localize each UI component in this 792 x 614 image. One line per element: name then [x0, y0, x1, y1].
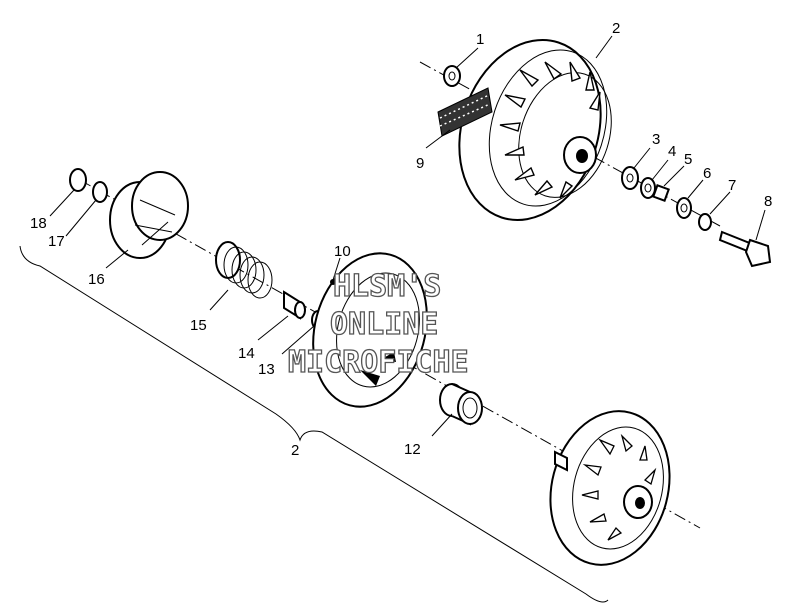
- part-8-bolt: [718, 230, 772, 268]
- part-10-movable-sheave: [312, 252, 428, 408]
- callout-10: 10: [334, 243, 351, 260]
- part-7-lock-washer: [698, 213, 712, 231]
- part-15-spring: [215, 241, 273, 299]
- part-2-fixed-sheave: [549, 410, 671, 566]
- part-4-washer: [640, 177, 656, 199]
- part-2-drive-sheave: [458, 39, 612, 221]
- part-9-belt: [437, 87, 493, 137]
- part-14-bushing: [283, 290, 306, 320]
- callout-4: 4: [668, 143, 676, 160]
- callout-9: 9: [416, 155, 424, 172]
- leader-lines: [49, 35, 766, 437]
- callout-8: 8: [764, 193, 772, 210]
- watermark-line-3: MICROFICHE: [288, 345, 469, 380]
- part-16-cam: [109, 171, 189, 259]
- part-6-washer: [676, 197, 692, 219]
- part-17-washer: [92, 181, 108, 203]
- part-18-snap-ring: [69, 168, 87, 192]
- callout-6: 6: [703, 165, 711, 182]
- callout-5: 5: [684, 151, 692, 168]
- watermark-line-2: ONLINE: [330, 307, 438, 342]
- callout-2: 2: [612, 20, 620, 37]
- callout-3: 3: [652, 131, 660, 148]
- callout-17: 17: [48, 233, 65, 250]
- callout-13: 13: [258, 361, 275, 378]
- watermark: HLSM'S ONLINE MICROFICHE: [287, 268, 469, 380]
- callout-16: 16: [88, 271, 105, 288]
- callout-1: 1: [476, 31, 484, 48]
- lower-clutch-assembly: [69, 168, 701, 566]
- callout-12: 12: [404, 441, 421, 458]
- upper-sheave-assembly: [419, 39, 772, 268]
- callout-7: 7: [728, 177, 736, 194]
- part-12-bearing: [439, 383, 483, 426]
- callout-15: 15: [190, 317, 207, 334]
- part-3-washer: [621, 166, 639, 190]
- watermark-line-1: HLSM'S: [333, 269, 441, 304]
- callout-14: 14: [238, 345, 255, 362]
- part-1-washer: [443, 65, 461, 87]
- callout-labels: 1 2 3 4 5 6 7 8 9 10 12 13 14 15 16 17 1…: [30, 20, 772, 459]
- part-5-spacer: [652, 184, 670, 202]
- callout-18: 18: [30, 215, 47, 232]
- assembly-bracket: [19, 245, 609, 603]
- callout-2-lower: 2: [291, 442, 299, 459]
